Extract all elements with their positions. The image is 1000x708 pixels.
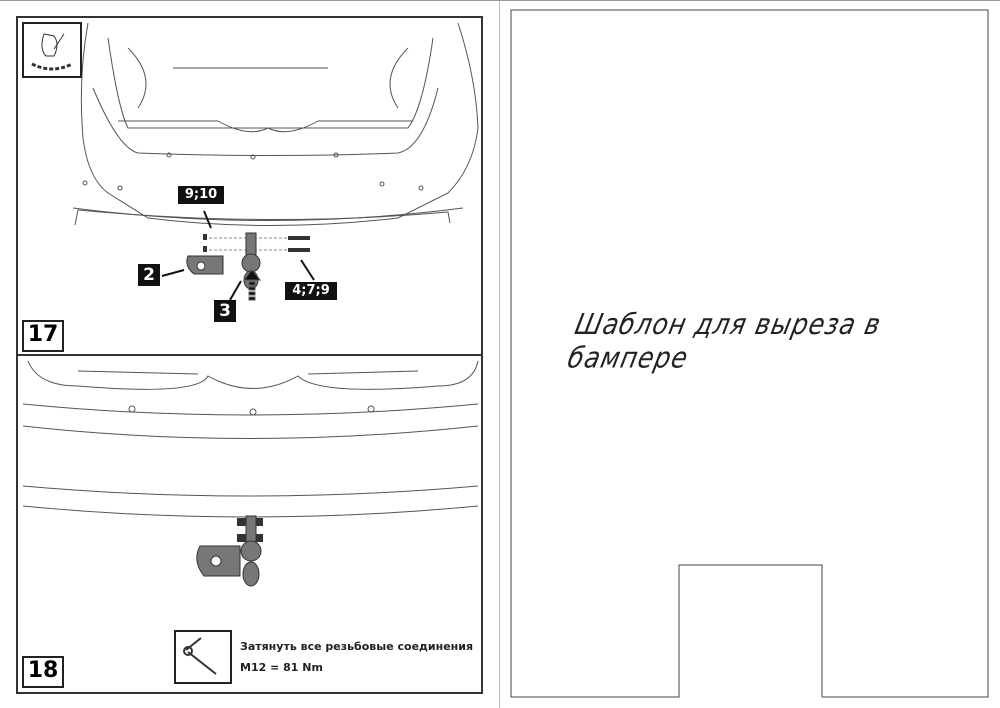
- step-number-17: 17: [22, 320, 64, 352]
- bumper-installed-drawing: [22, 360, 479, 587]
- step-17-panel: 9;10 2 3 4;7;9 17: [16, 16, 483, 356]
- step-number-18: 18: [22, 656, 64, 688]
- torque-value: M12 = 81 Nm: [240, 661, 323, 674]
- template-title: Шаблон для выреза в бампере: [564, 307, 885, 375]
- label-3: 3: [214, 300, 236, 322]
- label-2: 2: [138, 264, 160, 286]
- page-divider: [499, 0, 500, 708]
- step-18-panel: Затянуть все резьбовые соединения M12 = …: [16, 354, 483, 694]
- hand-tool-icon: [22, 22, 82, 78]
- torque-wrench-icon: [174, 630, 232, 684]
- car-rear-drawing: [72, 22, 479, 301]
- label-4-7-9: 4;7;9: [285, 282, 337, 300]
- label-9-10: 9;10: [178, 186, 224, 204]
- top-edge: [0, 0, 1000, 1]
- tighten-instruction: Затянуть все резьбовые соединения: [240, 640, 474, 653]
